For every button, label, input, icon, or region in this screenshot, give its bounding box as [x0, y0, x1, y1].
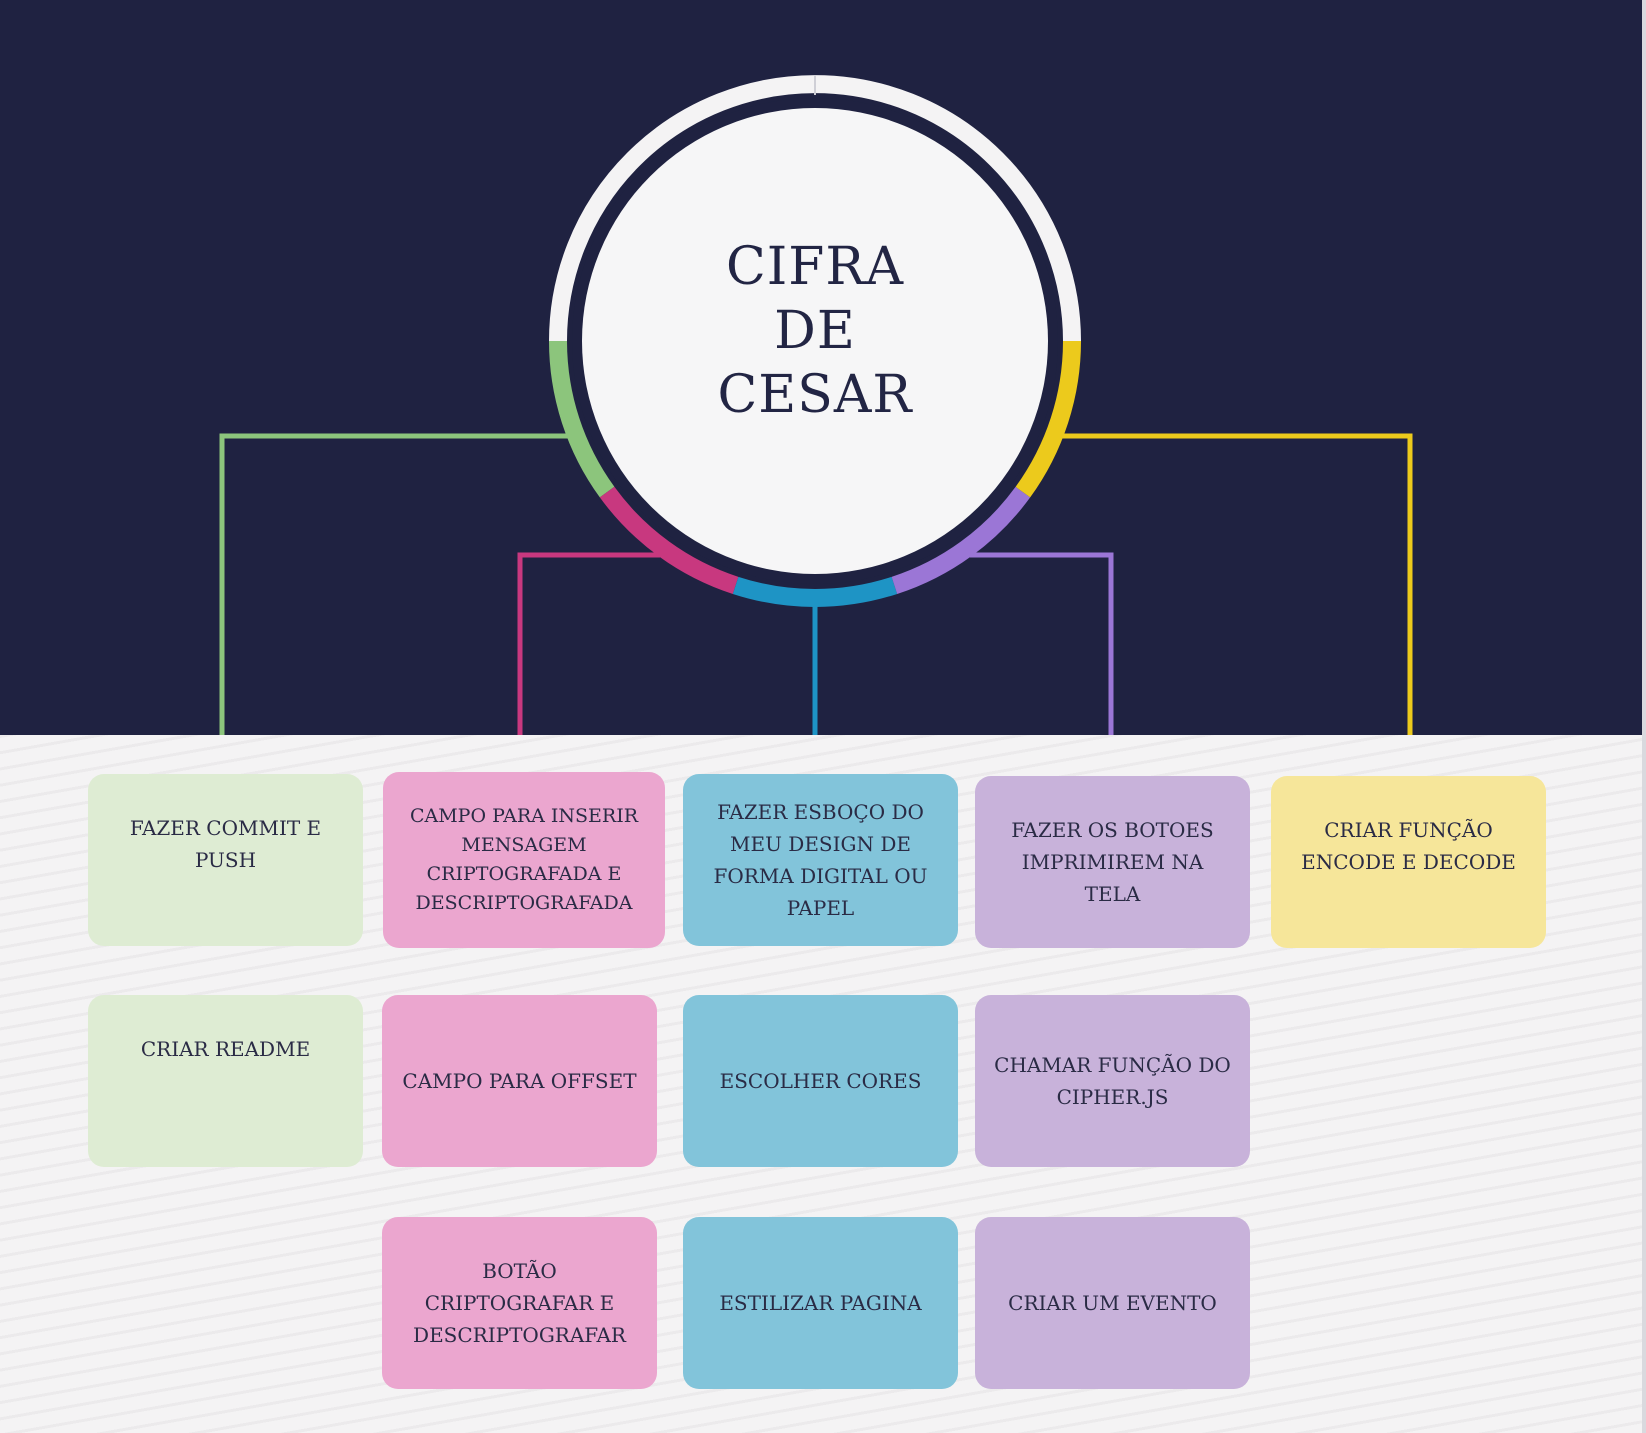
task-card-label: FAZER COMMIT E PUSH: [129, 816, 322, 872]
connector-pink: [517, 552, 660, 735]
connector-yellow: [1060, 433, 1413, 735]
task-card-pink-3: BOTÃO CRIPTOGRAFAR E DESCRIPTOGRAFAR: [382, 1217, 657, 1389]
title-line-1: CIFRA: [725, 237, 905, 297]
ring-segment-green: [549, 340, 615, 498]
task-card-label: CRIAR README: [140, 1037, 311, 1061]
task-card-green-1: FAZER COMMIT E PUSH: [88, 774, 363, 946]
title-line-3: CESAR: [717, 365, 913, 425]
task-card-purple-2: CHAMAR FUNÇÃO DO CIPHER.JS: [975, 995, 1250, 1167]
task-card-label: CRIAR FUNÇÃO ENCODE E DECODE: [1301, 818, 1516, 874]
task-card-blue-3: ESTILIZAR PAGINA: [683, 1217, 958, 1389]
task-card-label: ESTILIZAR PAGINA: [719, 1291, 922, 1315]
center-title: CIFRA DE CESAR: [680, 235, 950, 427]
ring-segment-purple: [891, 486, 1031, 594]
center-node: [582, 108, 1048, 574]
ring-segment-yellow: [1015, 340, 1081, 498]
task-card-pink-1: CAMPO PARA INSERIR MENSAGEM CRIPTOGRAFAD…: [383, 772, 665, 948]
task-card-label: FAZER ESBOÇO DO MEU DESIGN DE FORMA DIGI…: [713, 800, 928, 920]
connector-purple: [970, 552, 1114, 735]
task-card-purple-1: FAZER OS BOTOES IMPRIMIREM NA TELA: [975, 776, 1250, 948]
task-card-label: CRIAR UM EVENTO: [1008, 1291, 1217, 1315]
task-card-pink-2: CAMPO PARA OFFSET: [382, 995, 657, 1167]
task-card-label: CAMPO PARA OFFSET: [402, 1069, 637, 1093]
task-card-label: BOTÃO CRIPTOGRAFAR E DESCRIPTOGRAFAR: [413, 1259, 626, 1347]
task-card-label: CHAMAR FUNÇÃO DO CIPHER.JS: [994, 1053, 1231, 1109]
task-card-purple-3: CRIAR UM EVENTO: [975, 1217, 1250, 1389]
task-card-blue-2: ESCOLHER CORES: [683, 995, 958, 1167]
ring-segment-blue: [732, 576, 898, 607]
task-card-yellow-1: CRIAR FUNÇÃO ENCODE E DECODE: [1271, 776, 1546, 948]
ring-segment-pink: [599, 486, 739, 594]
task-card-label: FAZER OS BOTOES IMPRIMIREM NA TELA: [1011, 818, 1214, 906]
right-edge-border: [1642, 0, 1646, 1433]
task-card-blue-1: FAZER ESBOÇO DO MEU DESIGN DE FORMA DIGI…: [683, 774, 958, 946]
task-card-green-2: CRIAR README: [88, 995, 363, 1167]
task-card-label: CAMPO PARA INSERIR MENSAGEM CRIPTOGRAFAD…: [409, 805, 639, 914]
connector-green: [219, 433, 570, 735]
title-line-2: DE: [774, 301, 856, 361]
task-card-label: ESCOLHER CORES: [719, 1069, 922, 1093]
